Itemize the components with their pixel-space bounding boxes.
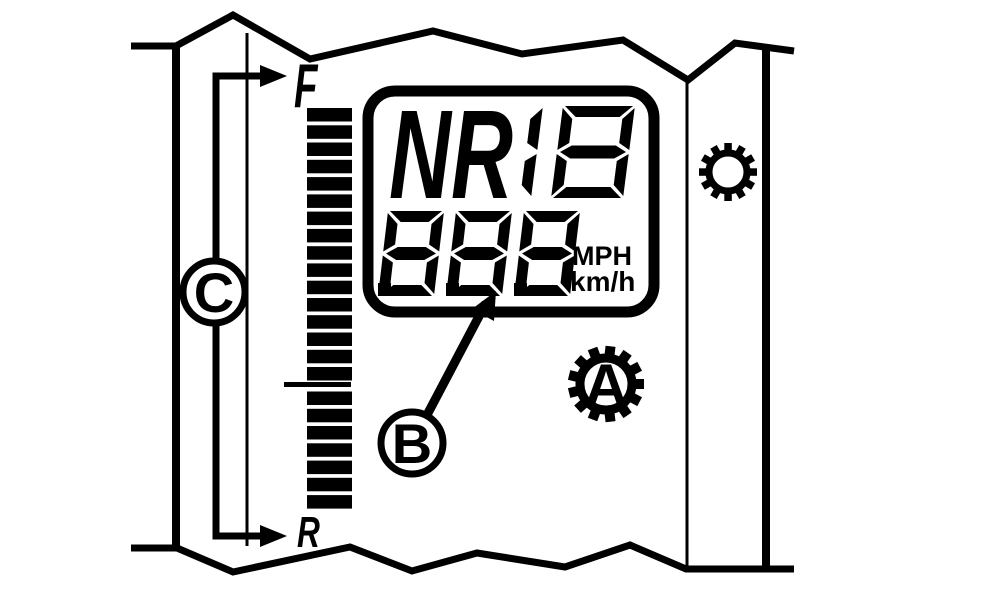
gauge-segment — [307, 349, 352, 364]
gauge-segment — [307, 194, 352, 208]
gauge-segment — [307, 332, 352, 346]
callout-b-arrow-line — [423, 300, 490, 418]
panel-outline — [131, 10, 795, 576]
digit-segment — [557, 108, 573, 150]
gauge-segments — [307, 108, 352, 509]
callout-b-label: B — [392, 412, 432, 475]
gauge-segment — [307, 211, 352, 226]
digit-segment — [448, 285, 500, 296]
callout-b: B — [377, 291, 496, 478]
gauge-segment — [307, 125, 352, 139]
digit-segment — [551, 154, 567, 196]
lcd-display: NR MPH km/h — [362, 84, 660, 318]
digit-segment — [390, 211, 442, 222]
callout-b-circle — [377, 408, 447, 478]
unit-mph-label: MPH — [572, 241, 632, 271]
panel-top-edge — [131, 10, 795, 85]
gauge-segment — [307, 280, 352, 295]
gear-a-ring — [575, 353, 637, 415]
gauge-segment — [307, 177, 352, 191]
gear-digit-segments — [521, 106, 635, 198]
callout-c-circle — [179, 257, 249, 327]
callout-c-label: C — [194, 261, 234, 324]
unit-kmh-label: km/h — [570, 266, 635, 297]
panel-bottom-edge — [131, 541, 794, 576]
gauge-segment — [307, 315, 352, 329]
digit-segment — [519, 213, 534, 252]
gear-tr-ring — [705, 149, 751, 195]
gauge-segment — [307, 159, 352, 174]
callout-b-arrow-head — [472, 291, 496, 321]
digit-segment — [454, 247, 504, 260]
digit-segment — [497, 213, 512, 252]
digit-segment — [522, 247, 572, 260]
digit-segment — [451, 213, 466, 252]
digit-segment — [380, 285, 432, 296]
gauge-segment — [307, 108, 352, 122]
gauge-segment — [307, 246, 352, 260]
gauge-mid-tick — [284, 382, 351, 387]
digit-segment — [553, 187, 621, 198]
digit-segment — [446, 255, 461, 294]
callout-a-gear-icon: A — [567, 345, 644, 423]
digit-segment — [429, 213, 444, 252]
gauge-segment — [307, 263, 352, 277]
digit-segment — [565, 106, 633, 117]
gauge-segment — [307, 367, 352, 381]
digit-segment — [613, 154, 629, 196]
arrow-to-r-head — [260, 525, 287, 547]
digit-segment — [378, 255, 393, 294]
gauge-segment — [307, 460, 352, 475]
gauge-segment — [307, 228, 352, 243]
digit-segment — [424, 255, 439, 294]
callout-c-bracket: C — [179, 65, 287, 547]
digit-segment — [516, 285, 568, 296]
digit-segment — [458, 211, 510, 222]
gear-letters: NR — [389, 84, 513, 225]
gauge-segment — [307, 495, 352, 509]
arrow-to-f-head — [260, 65, 287, 87]
gauge-segment — [307, 391, 352, 405]
digit-segment — [560, 255, 575, 294]
digit-segment — [526, 211, 578, 222]
gauge-label-f: F — [294, 51, 319, 121]
level-bar-gauge: F R — [284, 51, 352, 557]
gauge-segment — [307, 477, 352, 492]
gauge-label-r: R — [297, 508, 320, 557]
gear-icon — [699, 143, 757, 201]
gauge-segment — [307, 443, 352, 457]
digit-segment — [521, 154, 537, 196]
callout-a-label: A — [584, 352, 627, 419]
digit-segment — [383, 213, 398, 252]
gauge-segment — [307, 298, 352, 312]
gauge-segment — [307, 426, 352, 440]
gauge-segment — [307, 408, 352, 423]
speed-digit-segments — [378, 211, 580, 296]
digit-segment — [560, 145, 626, 159]
digit-segment — [565, 213, 580, 252]
gauge-segment — [307, 142, 352, 156]
digit-segment — [619, 108, 635, 150]
digit-segment — [514, 255, 529, 294]
digit-segment — [492, 255, 507, 294]
digit-segment — [386, 247, 436, 260]
digit-segment — [527, 108, 543, 150]
